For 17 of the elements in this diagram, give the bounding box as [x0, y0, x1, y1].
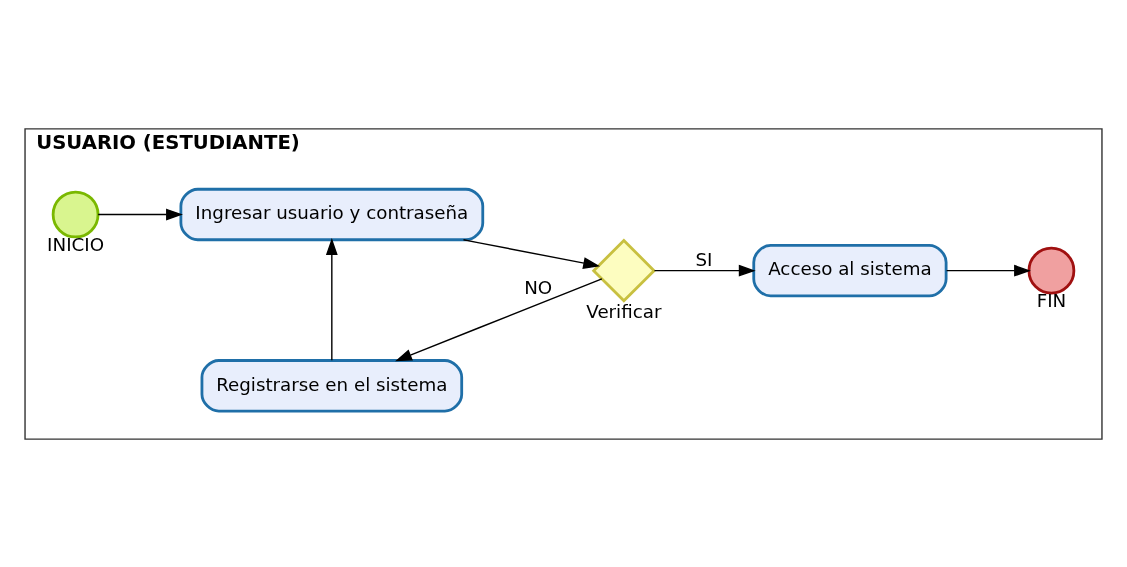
node-label: Verificar [586, 300, 662, 322]
arrow [653, 264, 756, 277]
node-box: Registrarse en el sistema [200, 358, 464, 412]
node-label: INICIO [47, 233, 105, 255]
edge-label: NO [524, 276, 553, 298]
node-circle [1027, 246, 1076, 295]
arrow [945, 264, 1031, 277]
arrow [325, 237, 338, 361]
arrow [395, 277, 603, 361]
edge-label: SI [695, 248, 713, 270]
node-circle [51, 190, 100, 238]
node-diamond [591, 238, 657, 303]
arrow [462, 238, 601, 269]
node-box: Ingresar usuario y contraseña [179, 187, 485, 241]
node-box: Acceso al sistema [752, 243, 948, 297]
arrow [97, 208, 183, 220]
node-label: FIN [1036, 289, 1067, 311]
